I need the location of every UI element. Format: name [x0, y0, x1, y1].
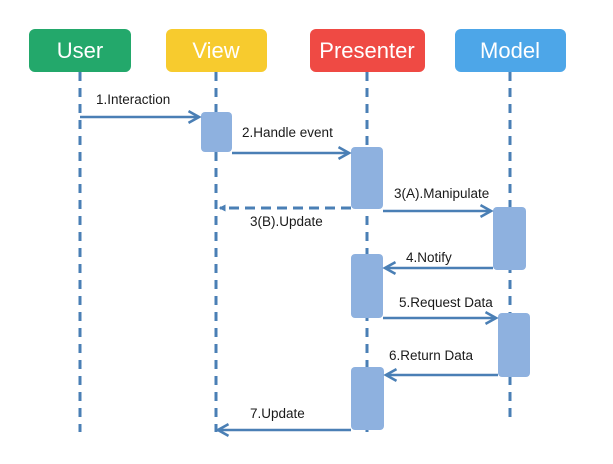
- message-label-1: 1.Interaction: [96, 92, 170, 107]
- message-label-7: 7.Update: [250, 406, 305, 421]
- activations: [201, 112, 530, 430]
- activation-presenter-1: [351, 147, 383, 209]
- actor-user-label: User: [57, 38, 103, 63]
- activation-view: [201, 112, 232, 152]
- actor-view: View: [166, 29, 267, 72]
- actor-user: User: [29, 29, 131, 72]
- message-label-3b: 3(B).Update: [250, 214, 323, 229]
- actor-presenter: Presenter: [310, 29, 425, 72]
- actor-view-box: [166, 29, 267, 72]
- actor-model-box: [455, 29, 566, 72]
- message-label-3a: 3(A).Manipulate: [394, 186, 489, 201]
- actor-user-box: [29, 29, 131, 72]
- messages: 1.Interaction 2.Handle event 3(A).Manipu…: [80, 92, 498, 430]
- message-label-2: 2.Handle event: [242, 125, 333, 140]
- activation-model-2: [498, 313, 530, 377]
- message-label-4: 4.Notify: [406, 250, 452, 265]
- message-label-6: 6.Return Data: [389, 348, 474, 363]
- actor-view-label: View: [192, 38, 239, 63]
- message-label-5: 5.Request Data: [399, 295, 493, 310]
- activation-model-1: [493, 207, 526, 270]
- actor-presenter-label: Presenter: [319, 38, 414, 63]
- activation-presenter-2: [351, 254, 383, 318]
- actor-model: Model: [455, 29, 566, 72]
- actor-model-label: Model: [480, 38, 540, 63]
- activation-presenter-3: [351, 367, 384, 430]
- actor-presenter-box: [310, 29, 425, 72]
